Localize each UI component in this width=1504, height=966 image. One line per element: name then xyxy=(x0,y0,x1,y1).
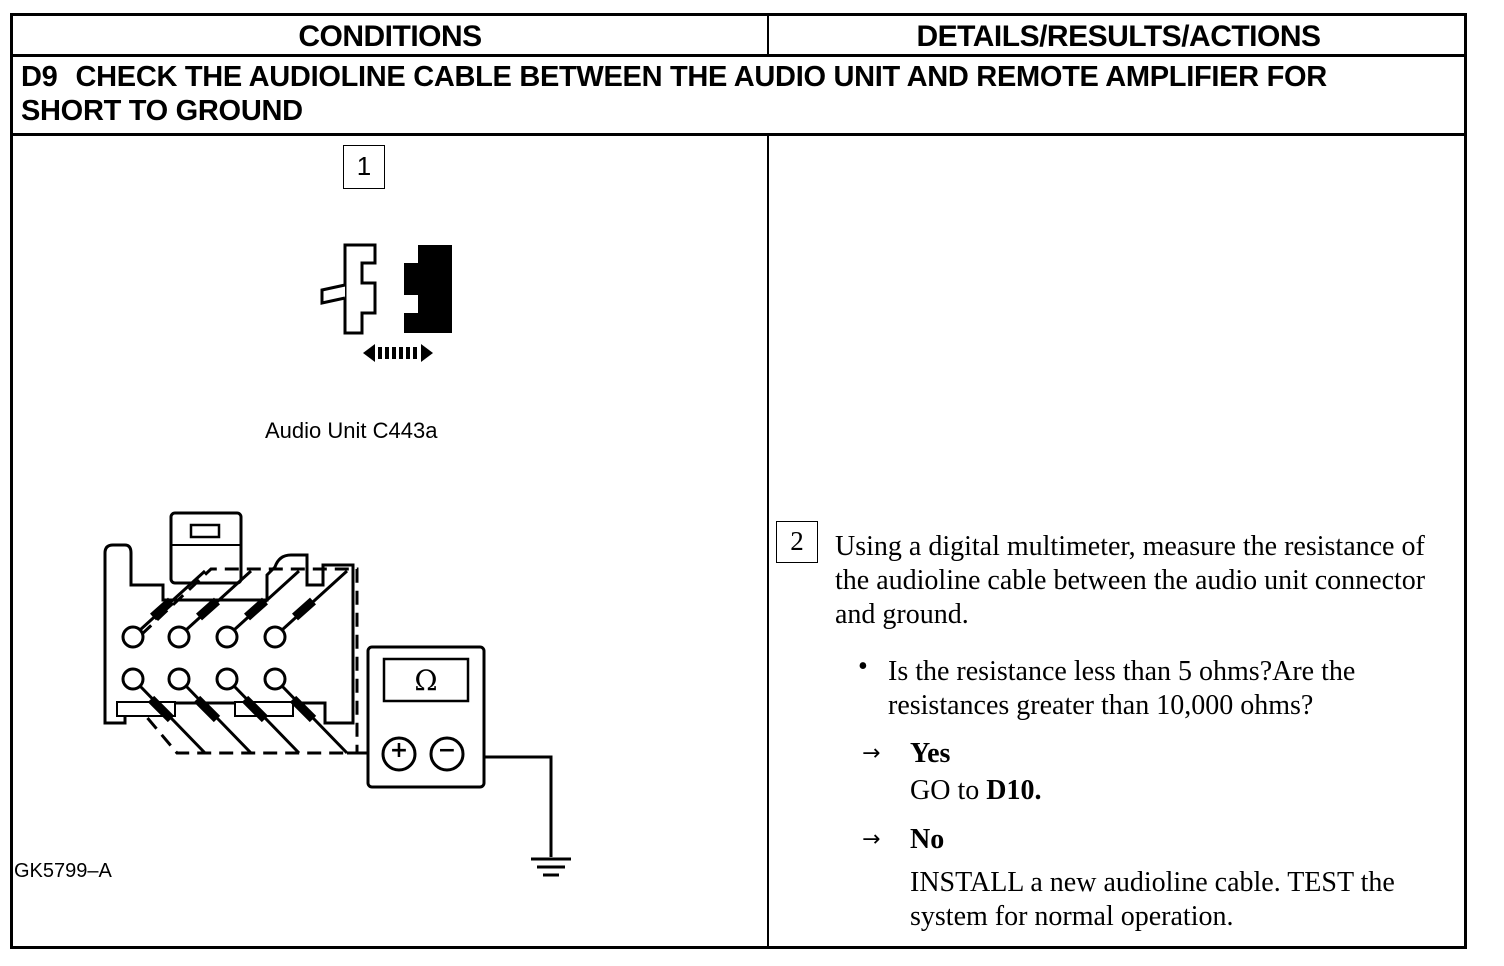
multimeter-icon xyxy=(366,645,486,789)
bullet-icon: • xyxy=(858,651,868,682)
header-divider xyxy=(13,54,1464,57)
yes-target-link[interactable]: D10. xyxy=(986,775,1042,806)
ohm-symbol: Ω xyxy=(414,664,438,697)
body-column-divider xyxy=(767,135,769,946)
no-action: INSTALL a new audioline cable. TEST the … xyxy=(910,867,1395,932)
procedure-table: CONDITIONS DETAILS/RESULTS/ACTIONS D9 CHE… xyxy=(10,13,1467,949)
substep-2-box: 2 xyxy=(776,521,818,563)
no-label: No xyxy=(910,824,945,855)
yes-action: GO to D10. xyxy=(910,774,1430,808)
title-divider xyxy=(13,133,1464,136)
connector-disconnect-icon xyxy=(320,243,452,362)
yes-action-text: GO to xyxy=(910,775,980,806)
step-title: D9 CHECK THE AUDIOLINE CABLE BETWEEN THE … xyxy=(21,60,1451,128)
details-header: DETAILS/RESULTS/ACTIONS xyxy=(916,20,1321,53)
plus-terminal: + xyxy=(389,738,409,763)
step-title-line2: SHORT TO GROUND xyxy=(21,95,303,127)
instruction-text: Using a digital multimeter, measure the … xyxy=(835,531,1426,630)
double-arrow-icon xyxy=(363,344,433,362)
ground-symbol-icon xyxy=(531,857,571,877)
substep-1-box: 1 xyxy=(343,145,385,189)
connector-label: Audio Unit C443a xyxy=(265,418,438,443)
minus-terminal: − xyxy=(437,738,457,763)
figure-id: GK5799–A xyxy=(14,860,112,882)
question-text: Is the resistance less than 5 ohms?Are t… xyxy=(888,656,1356,721)
yes-arrow-icon: → xyxy=(862,741,881,766)
no-arrow-icon: → xyxy=(862,827,881,852)
connector-pinout-icon xyxy=(103,511,571,877)
conditions-header: CONDITIONS xyxy=(298,20,482,53)
step-title-line1: CHECK THE AUDIOLINE CABLE BETWEEN THE AU… xyxy=(75,61,1327,93)
step-id: D9 xyxy=(21,61,58,93)
yes-label: Yes xyxy=(910,738,951,769)
header-column-divider xyxy=(767,16,769,56)
